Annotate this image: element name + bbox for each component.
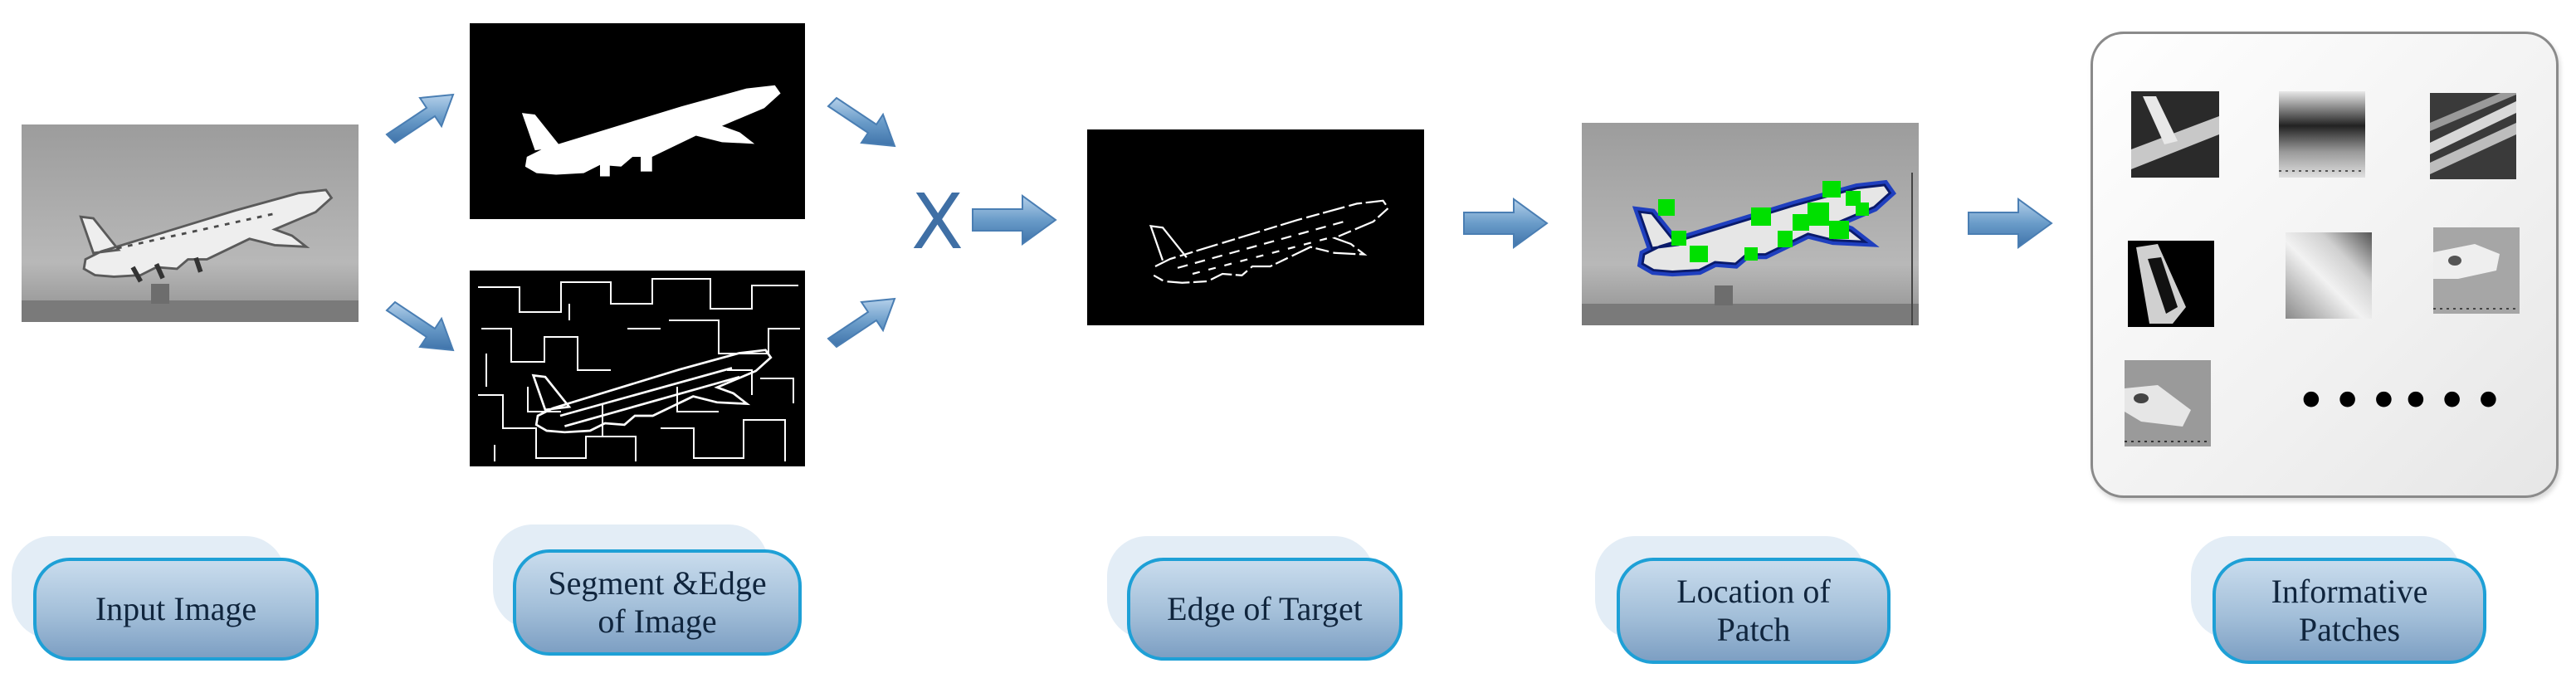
patch-locations-icon — [1582, 123, 1919, 325]
input-image-panel — [22, 124, 359, 322]
patch-thumbnail-icon — [2430, 93, 2516, 179]
label-pill: Location of Patch — [1617, 558, 1891, 664]
informative-patches-label-text: Informative Patches — [2271, 573, 2428, 648]
patch-thumbnail-2 — [2279, 91, 2365, 178]
label-pill: Informative Patches — [2213, 558, 2486, 664]
location-of-patch-label: Location of Patch — [1595, 536, 1891, 672]
patch-thumbnail-icon — [2433, 227, 2520, 314]
edge-of-target-label-text: Edge of Target — [1167, 590, 1363, 627]
multiply-operator: X — [911, 178, 964, 266]
patch-location-panel — [1582, 123, 1919, 325]
arrow-down-right-icon — [383, 295, 455, 354]
patch-thumbnail-6 — [2433, 227, 2520, 314]
patch-thumbnail-icon — [2286, 232, 2372, 319]
target-edge-icon — [1087, 129, 1424, 325]
informative-patches-label: Informative Patches — [2191, 536, 2486, 672]
right-arrow-icon — [1462, 196, 1549, 251]
edge-map-icon — [470, 271, 805, 466]
segment-edge-label-text: Segment &Edge of Image — [548, 564, 767, 640]
edge-of-target-label: Edge of Target — [1107, 536, 1403, 669]
arrow-down-right-icon — [825, 91, 896, 149]
segment-mask-panel — [470, 23, 805, 219]
patch-thumbnail-icon — [2279, 91, 2365, 178]
patch-thumbnail-3 — [2430, 93, 2516, 179]
segment-edge-label: Segment &Edge of Image — [493, 524, 802, 661]
input-image-label: Input Image — [12, 536, 319, 669]
ellipsis-2: ••• — [2400, 371, 2510, 432]
airplane-photo-icon — [22, 124, 359, 322]
patch-thumbnail-4 — [2128, 241, 2214, 327]
location-of-patch-label-text: Location of Patch — [1676, 573, 1831, 648]
patch-thumbnail-5 — [2286, 232, 2372, 319]
input-image-label-text: Input Image — [95, 590, 257, 627]
right-arrow-icon — [1967, 196, 2053, 251]
label-pill: Input Image — [33, 558, 319, 661]
label-pill: Segment &Edge of Image — [513, 549, 802, 656]
airplane-silhouette-icon — [470, 23, 805, 219]
patch-thumbnail-icon — [2128, 241, 2214, 327]
arrow-up-right-icon — [825, 295, 896, 354]
right-arrow-icon — [971, 193, 1057, 247]
label-pill: Edge of Target — [1127, 558, 1403, 661]
patch-thumbnail-1 — [2131, 91, 2219, 178]
arrow-up-right-icon — [383, 91, 455, 149]
patch-thumbnail-icon — [2125, 360, 2211, 446]
patch-thumbnail-icon — [2131, 91, 2219, 178]
ellipsis-1: ••• — [2295, 371, 2405, 432]
edge-map-panel — [470, 271, 805, 466]
patch-thumbnail-7 — [2125, 360, 2211, 446]
target-edge-panel — [1087, 129, 1424, 325]
